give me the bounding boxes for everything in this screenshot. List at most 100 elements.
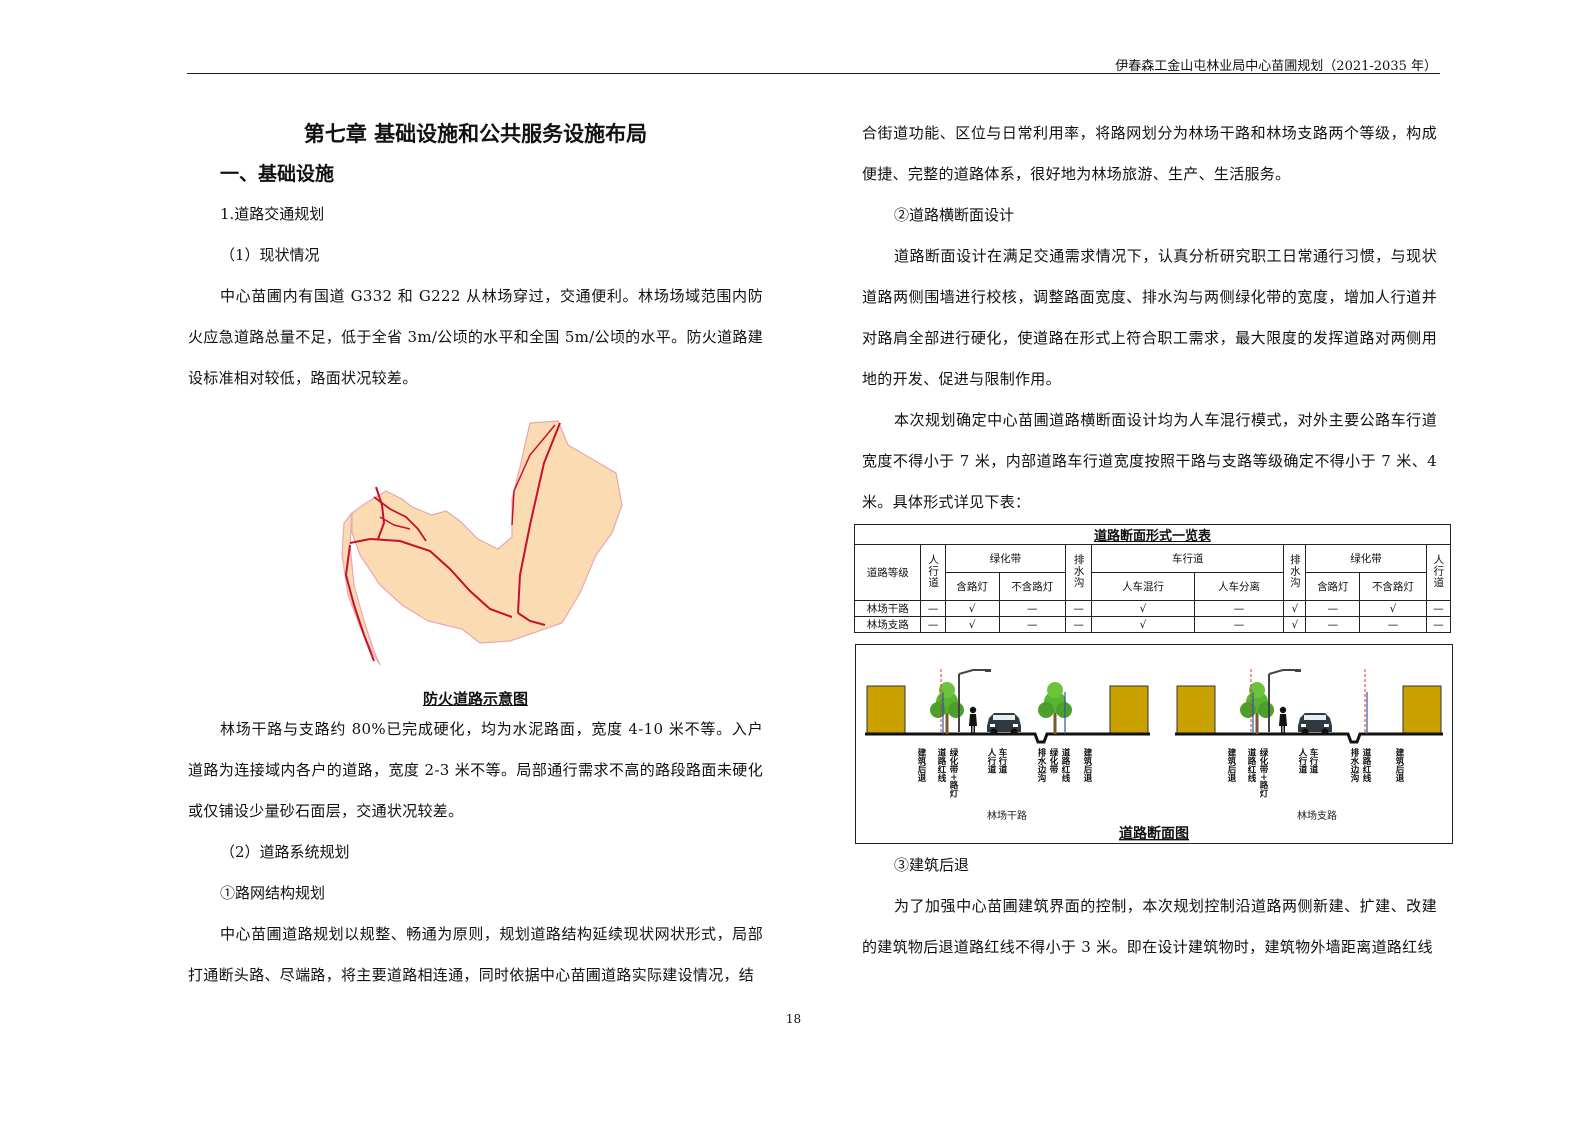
header-with-lamp-2: 含路灯 <box>1305 572 1361 601</box>
paragraph-road-hardening: 林场干路与支路约 80%已完成硬化，均为水泥路面，宽度 4-10 米不等。入户道… <box>188 720 763 820</box>
section-name-branch: 林场支路 <box>1297 809 1337 822</box>
label: 车行道 <box>1308 747 1319 774</box>
map-caption: 防火道路示意图 <box>422 690 528 708</box>
header-green-belt: 绿化带 <box>944 544 1066 573</box>
section-branch-road: 建筑后退 道路红线 绿化带+路灯 人行道 车行道 排水边沟 道路红线 建筑后退 … <box>1175 668 1443 822</box>
fire-road-line <box>379 516 411 530</box>
label: 排水边沟 <box>1036 747 1047 783</box>
table-title: 道路断面形式一览表 <box>854 524 1451 545</box>
header-drain: 排水沟 <box>1072 553 1085 589</box>
table-cell: √ <box>944 616 1000 633</box>
table-cell: √ <box>1283 600 1307 617</box>
left-column-lower: 林场干路与支路约 80%已完成硬化，均为水泥路面，宽度 4-10 米不等。入户道… <box>188 709 763 996</box>
label: 绿化带 <box>1048 747 1058 774</box>
table-cell: √ <box>1359 600 1427 617</box>
label: 道路红线 <box>1060 747 1070 783</box>
label: 建筑后退 <box>916 747 927 783</box>
table-cell: — <box>1425 600 1452 617</box>
subheading-building-setback: ③建筑后退 <box>894 856 970 874</box>
road-surface <box>865 732 1150 744</box>
road-surface <box>1175 732 1443 744</box>
fire-road-line <box>517 422 561 614</box>
section-title: 一、基础设施 <box>220 163 335 185</box>
table-cell: — <box>1305 600 1361 617</box>
label: 道路红线 <box>1246 747 1256 783</box>
subheading-cross-section: ②道路横断面设计 <box>894 206 1015 224</box>
table-cell: — <box>920 600 946 617</box>
header-sidewalk-2: 人行道 <box>1432 553 1445 589</box>
chapter-title: 第七章 基础设施和公共服务设施布局 <box>303 122 648 146</box>
header-rule <box>187 73 1440 74</box>
table-cell: — <box>1359 616 1427 633</box>
fire-road-line <box>517 612 546 626</box>
header-with-lamp: 含路灯 <box>944 572 1000 601</box>
table-cell: — <box>1064 616 1093 633</box>
label: 车行道 <box>997 747 1008 774</box>
label: 绿化带+路灯 <box>948 747 958 798</box>
paragraph-mixed-traffic: 本次规划确定中心苗圃道路横断面设计均为人车混行模式，对外主要公路车行道宽度不得小… <box>862 411 1437 511</box>
page-number: 18 <box>785 1012 802 1026</box>
table-cell: — <box>1064 600 1093 617</box>
building-right <box>1109 685 1149 735</box>
table-cell: — <box>920 616 946 633</box>
table-cell: √ <box>1091 616 1195 633</box>
right-column-lower: ③建筑后退 为了加强中心苗圃建筑界面的控制，本次规划控制沿道路两侧新建、扩建、改… <box>862 845 1437 968</box>
paragraph-cross-section: 道路断面设计在满足交通需求情况下，认真分析研究职工日常通行习惯，与现状道路两侧围… <box>862 247 1437 388</box>
table-cell: — <box>1193 616 1285 633</box>
header-drain-2: 排水沟 <box>1288 553 1301 589</box>
paragraph-network-continued: 合街道功能、区位与日常利用率，将路网划分为林场干路和林场支路两个等级，构成便捷、… <box>862 124 1437 183</box>
table-cell: √ <box>944 600 1000 617</box>
road-section-table: 道路断面形式一览表 道路等级 人行道 绿化带 排水沟 车行道 排水沟 绿化带 人… <box>853 524 1452 633</box>
label: 绿化带+路灯 <box>1258 747 1268 798</box>
table-cell: — <box>998 616 1066 633</box>
row-name: 林场干路 <box>853 600 922 617</box>
left-column: 第七章 基础设施和公共服务设施布局 一、基础设施 1.道路交通规划 （1）现状情… <box>188 114 763 399</box>
table-cell: √ <box>1283 616 1307 633</box>
paragraph-network-structure: 中心苗圃道路规划以规整、畅通为原则，规划道路结构延续现状网状形式，局部打通断头路… <box>188 925 763 984</box>
subheading-network-structure: ①路网结构规划 <box>220 884 326 902</box>
subheading-road-traffic: 1.道路交通规划 <box>220 205 325 223</box>
building-left <box>1176 685 1216 735</box>
label: 道路红线 <box>936 747 946 783</box>
header-green-belt-2: 绿化带 <box>1305 544 1427 573</box>
label: 排水边沟 <box>1349 747 1360 783</box>
fire-road-line <box>373 496 427 542</box>
running-header: 伊春森工金山屯林业局中心苗圃规划（2021-2035 年） <box>1115 59 1437 74</box>
label: 建筑后退 <box>1226 747 1237 783</box>
table-row: 林场干路 — √ — — √ — √ — √ — <box>853 600 1452 617</box>
table-cell: — <box>1305 616 1361 633</box>
paragraph-building-setback: 为了加强中心苗圃建筑界面的控制，本次规划控制沿道路两侧新建、扩建、改建的建筑物后… <box>862 897 1437 956</box>
label: 人行道 <box>986 747 997 774</box>
row-name: 林场支路 <box>853 616 922 633</box>
label: 建筑后退 <box>1082 747 1093 783</box>
label: 建筑后退 <box>1394 747 1405 783</box>
forest-farm-area <box>351 420 623 644</box>
building-right <box>1402 685 1442 735</box>
road-cross-section-diagram: 建筑后退 道路红线 绿化带+路灯 人行道 车行道 排水边沟 绿化带 道路红线 建… <box>855 644 1453 844</box>
fire-road-line <box>344 544 375 662</box>
fire-road-line <box>511 424 556 526</box>
header-without-lamp: 不含路灯 <box>998 572 1066 601</box>
table-cell: — <box>998 600 1066 617</box>
label: 人行道 <box>1297 747 1308 774</box>
building-left <box>866 685 906 735</box>
table-cell: √ <box>1091 600 1195 617</box>
table-cell: — <box>1193 600 1285 617</box>
fire-road-line <box>349 537 513 618</box>
paragraph-current-status: 中心苗圃内有国道 G332 和 G222 从林场穿过，交通便利。林场场域范围内防… <box>188 287 763 387</box>
section-name-main: 林场干路 <box>987 809 1027 822</box>
fire-road-line <box>375 486 386 540</box>
header-lane: 车行道 <box>1091 544 1285 573</box>
table-cell: — <box>1425 616 1452 633</box>
right-column: 合街道功能、区位与日常利用率，将路网划分为林场干路和林场支路两个等级，构成便捷、… <box>862 113 1437 523</box>
subheading-current-status: （1）现状情况 <box>220 246 320 264</box>
header-road-level: 道路等级 <box>853 544 922 601</box>
section-main-road: 建筑后退 道路红线 绿化带+路灯 人行道 车行道 排水边沟 绿化带 道路红线 建… <box>865 668 1150 822</box>
header-sidewalk: 人行道 <box>927 553 940 589</box>
header-separated-traffic: 人车分离 <box>1193 572 1285 601</box>
header-mixed-traffic: 人车混行 <box>1091 572 1195 601</box>
header-without-lamp-2: 不含路灯 <box>1359 572 1427 601</box>
table-row: 林场支路 — √ — — √ — √ — — — <box>853 616 1452 633</box>
label: 道路红线 <box>1361 747 1371 783</box>
subheading-road-system: （2）道路系统规划 <box>220 843 350 861</box>
